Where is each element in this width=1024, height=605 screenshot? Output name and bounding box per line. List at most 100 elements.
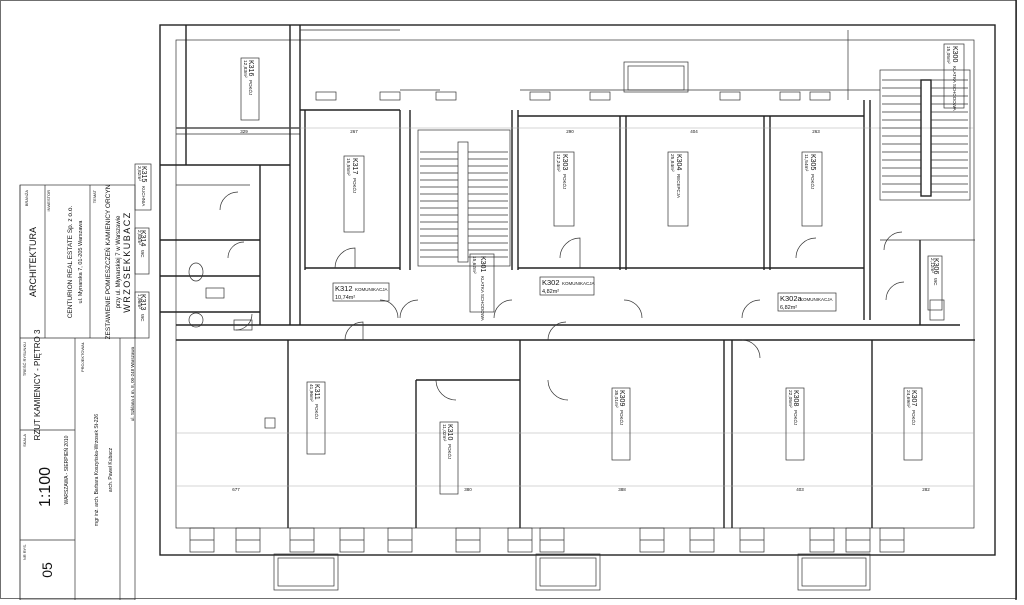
room-name: KOMUNIKACJA xyxy=(355,287,388,292)
windows xyxy=(189,91,905,553)
room-area: 11,54m² xyxy=(803,154,809,172)
sheet-number: 05 xyxy=(39,562,55,578)
room-name: KUCHNIA xyxy=(141,186,146,206)
room-name: KOMUNIKACJA xyxy=(800,297,833,302)
topic-line-1: ZESTAWIENIE POMIESZCZEŃ KAMIENICY ORCYN xyxy=(103,184,112,339)
room-name: RECEPCJA xyxy=(676,174,681,198)
room-id: K312 xyxy=(335,284,353,293)
title-block: BRANŻA ARCHITEKTURA INWESTOR CENTURION R… xyxy=(19,184,136,601)
room-name: POKÓJ xyxy=(352,178,358,193)
room-area: 41,96m² xyxy=(308,384,314,402)
room-id: K302a xyxy=(780,294,803,303)
room-area: 15,55m² xyxy=(345,158,351,176)
room-id: K311 xyxy=(313,384,320,400)
room-area: 12,24m² xyxy=(555,154,561,172)
designer-2: arch. Paweł Kubacz xyxy=(108,447,114,492)
room-id: K317 xyxy=(351,158,358,174)
room-id: K315 xyxy=(140,166,147,182)
room-name: WC xyxy=(140,250,145,258)
staircase-right xyxy=(879,69,971,201)
sanitary-fixtures xyxy=(188,262,945,429)
room-name: KLATKA SCHODOWA xyxy=(952,66,957,111)
room-name: POKÓJ xyxy=(562,174,568,189)
designer-1: mgr inż. arch. Barbara Koszyńska-Wrzosek… xyxy=(94,414,100,526)
room-id: K313 xyxy=(139,294,146,310)
dimension-label: 677 xyxy=(232,487,240,492)
scale-label: SKALA xyxy=(22,434,27,447)
room-id: K310 xyxy=(446,424,453,440)
firm-address: ul. Szklana 4 m. 8, 00-248 Warszawa xyxy=(130,346,135,421)
room-area: 10,74m² xyxy=(335,295,355,301)
drawing-title-label: TREŚĆ RYSUNKU xyxy=(22,342,27,376)
branch-value: ARCHITEKTURA xyxy=(28,227,38,297)
room-id: K306 xyxy=(932,258,939,274)
room-area: 25,84m² xyxy=(669,154,675,172)
room-name: POKÓJ xyxy=(810,174,816,189)
dimension-label: 380 xyxy=(464,487,472,492)
sheet-label: NR RYS. xyxy=(22,544,27,560)
scale-value: 1:100 xyxy=(37,467,54,507)
room-id: K305 xyxy=(809,154,816,170)
dimension-label: 404 xyxy=(690,129,698,134)
topic-label: TEMAT xyxy=(92,189,97,203)
room-area: 35,01m² xyxy=(613,390,619,408)
dimension-label: 388 xyxy=(618,487,626,492)
investor-label: INWESTOR xyxy=(46,190,51,212)
room-name: POKÓJ xyxy=(793,410,799,425)
branch-label: BRANŻA xyxy=(24,190,29,207)
room-area: 15,05m² xyxy=(945,46,951,64)
dimension-label: 290 xyxy=(566,129,574,134)
dimension-label: 267 xyxy=(350,129,358,134)
room-id: K300 xyxy=(951,46,958,62)
dimension-label: 282 xyxy=(922,487,930,492)
designers-label: PROJEKTOWAŁ xyxy=(80,341,85,372)
outer-walls xyxy=(159,24,996,556)
place-date: WARSZAWA - SIERPIEŃ 2010 xyxy=(63,435,70,504)
room-name: WC xyxy=(140,314,145,322)
room-id: K307 xyxy=(910,390,917,406)
room-area: 2,12m² xyxy=(929,258,935,273)
room-area: 11,02m² xyxy=(441,424,447,442)
room-area: 1,96m² xyxy=(136,294,142,309)
room-id: K304 xyxy=(675,154,682,170)
room-id: K302 xyxy=(542,278,560,287)
room-id: K303 xyxy=(561,154,568,170)
drawing-title: RZUT KAMIENICY - PIĘTRO 3 xyxy=(33,329,42,440)
interior-walls xyxy=(160,25,975,528)
room-name: POKÓJ xyxy=(619,410,625,425)
room-area: 24,69m² xyxy=(905,390,911,408)
room-name: POKÓJ xyxy=(248,80,254,95)
room-area: 15,62m² xyxy=(471,256,477,274)
room-name: POKÓJ xyxy=(911,410,917,425)
room-id: K301 xyxy=(479,256,486,272)
room-name: POKÓJ xyxy=(314,404,320,419)
dimension-label: 329 xyxy=(240,129,248,134)
room-name: WC xyxy=(933,278,938,286)
dimension-label: 263 xyxy=(812,129,820,134)
room-id: K309 xyxy=(618,390,625,406)
room-id: K314 xyxy=(139,230,146,246)
dimension-label: 403 xyxy=(796,487,804,492)
room-area: 22,05m² xyxy=(787,390,793,408)
dimensions-top: 329 267 290 404 263 xyxy=(240,129,820,134)
